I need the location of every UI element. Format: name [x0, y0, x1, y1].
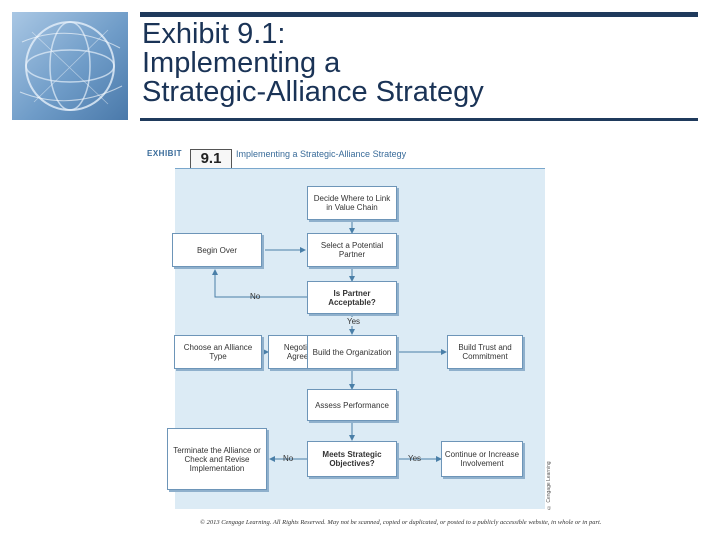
exhibit-label: EXHIBIT	[147, 149, 183, 158]
edge-label-no-1: No	[250, 292, 261, 301]
node-assess: Assess Performance	[307, 389, 397, 421]
arrow-no-to-begin	[212, 269, 307, 298]
node-continue-label: Continue or Increase Involvement	[444, 450, 520, 468]
edge-label-no-2: No	[283, 454, 294, 463]
exhibit-title: Implementing a Strategic-Alliance Strate…	[236, 149, 407, 159]
globe-logo	[12, 12, 128, 120]
node-negotiate-label: Negotiate an Agreement	[283, 343, 329, 361]
title-line-2: Implementing a	[142, 47, 341, 79]
node-build-org: Build the Organization	[307, 335, 397, 369]
node-continue: Continue or Increase Involvement	[441, 441, 523, 477]
node-meets-objectives: Meets Strategic Objectives?	[307, 441, 397, 477]
node-begin-over-label: Begin Over	[196, 245, 238, 255]
node-assess-label: Assess Performance	[315, 400, 389, 410]
slide-title: Exhibit 9.1: Implementing a Strategic-Al…	[142, 20, 484, 107]
node-choose-type-label: Choose an Alliance Type	[183, 343, 253, 361]
node-meets-objectives-label: Meets Strategic Objectives?	[322, 450, 382, 468]
node-choose-type: Choose an Alliance Type	[174, 335, 262, 369]
edge-label-yes-2: Yes	[408, 454, 422, 463]
node-build-trust: Build Trust and Commitment	[447, 335, 523, 369]
footer-copyright: © 2013 Cengage Learning. All Rights Rese…	[200, 519, 602, 526]
edge-label-yes-1: Yes	[345, 317, 363, 326]
node-terminate: Terminate the Alliance or Check and Revi…	[167, 428, 267, 490]
node-terminate-label: Terminate the Alliance or Check and Revi…	[173, 445, 261, 473]
title-top-bar	[140, 12, 698, 17]
title-line-3: Strategic-Alliance Strategy	[142, 76, 484, 108]
node-partner-acceptable: Is Partner Acceptable?	[307, 281, 397, 314]
node-decide-link: Decide Where to Link in Value Chain	[307, 186, 397, 220]
title-bottom-bar	[140, 118, 698, 121]
node-partner-acceptable-label: Is Partner Acceptable?	[328, 288, 376, 307]
exhibit-number: 9.1	[190, 149, 232, 169]
node-build-trust-label: Build Trust and Commitment	[458, 343, 512, 361]
node-select-partner-label: Select a Potential Partner	[320, 241, 384, 259]
node-begin-over: Begin Over	[172, 233, 262, 267]
node-build-org-label: Build the Organization	[312, 347, 392, 357]
side-copyright: © Cengage Learning	[546, 461, 552, 510]
title-line-1: Exhibit 9.1:	[142, 18, 286, 50]
node-decide-label: Decide Where to Link in Value Chain	[313, 194, 391, 212]
node-select-partner: Select a Potential Partner	[307, 233, 397, 267]
